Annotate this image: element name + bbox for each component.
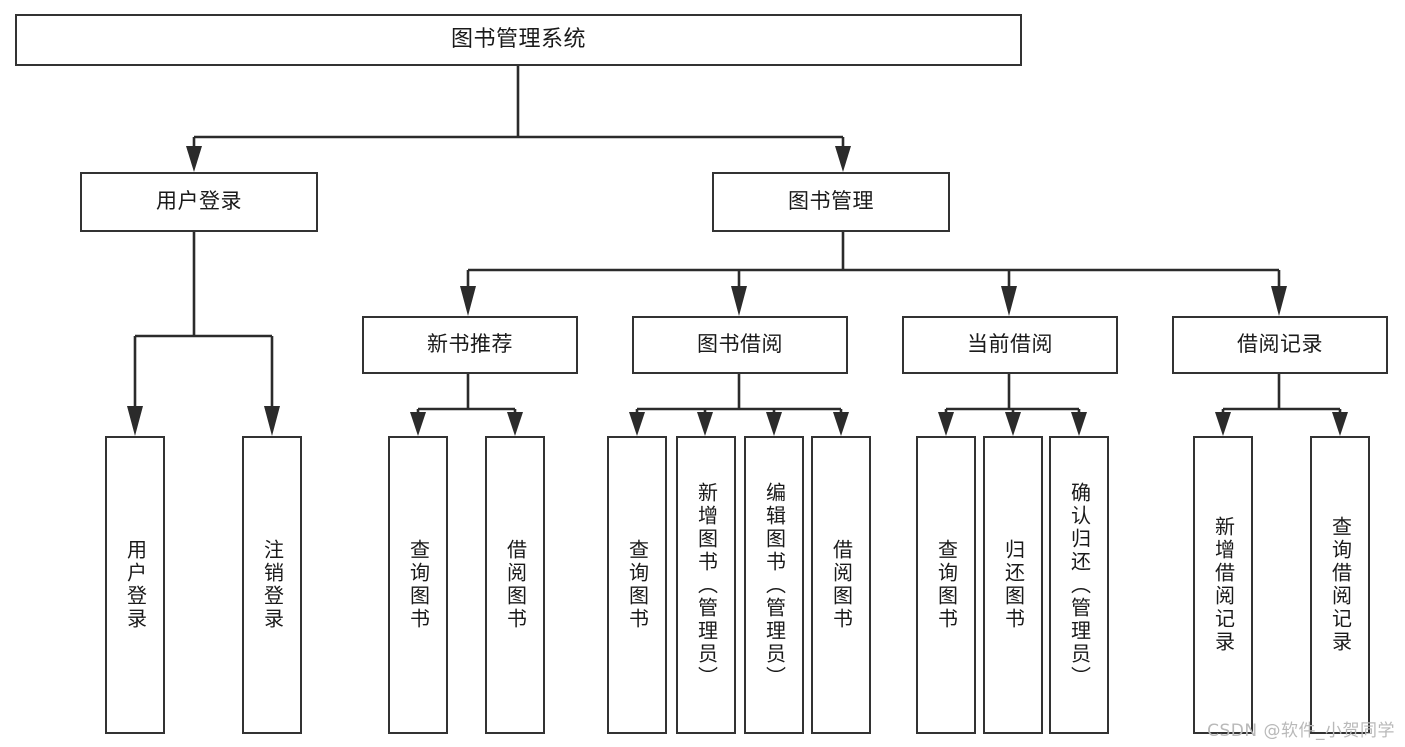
node-label: 查询图书 <box>406 539 431 631</box>
node-label: 用户登录 <box>123 539 148 631</box>
node-label: 借阅记录 <box>1237 332 1323 357</box>
node-label: 编辑图书（管理员） <box>762 481 787 689</box>
node-root-system[interactable]: 图书管理系统 <box>15 14 1022 66</box>
node-label: 注销登录 <box>260 539 285 631</box>
leaf-query-book-3[interactable]: 查询图书 <box>916 436 976 734</box>
node-label: 查询借阅记录 <box>1328 516 1353 654</box>
node-borrow-record[interactable]: 借阅记录 <box>1172 316 1388 374</box>
node-label: 新书推荐 <box>427 332 513 357</box>
node-book-borrow[interactable]: 图书借阅 <box>632 316 848 374</box>
node-new-book-rec[interactable]: 新书推荐 <box>362 316 578 374</box>
node-label: 归还图书 <box>1001 539 1026 631</box>
leaf-user-login[interactable]: 用户登录 <box>105 436 165 734</box>
leaf-query-record[interactable]: 查询借阅记录 <box>1310 436 1370 734</box>
leaf-confirm-return[interactable]: 确认归还（管理员） <box>1049 436 1109 734</box>
leaf-edit-book[interactable]: 编辑图书（管理员） <box>744 436 804 734</box>
leaf-add-record[interactable]: 新增借阅记录 <box>1193 436 1253 734</box>
node-label: 确认归还（管理员） <box>1067 481 1092 689</box>
node-label: 用户登录 <box>156 189 242 214</box>
node-label: 借阅图书 <box>503 539 528 631</box>
node-book-manage[interactable]: 图书管理 <box>712 172 950 232</box>
node-label: 图书管理系统 <box>450 26 586 52</box>
node-label: 图书借阅 <box>697 332 783 357</box>
node-label: 查询图书 <box>934 539 959 631</box>
node-label: 查询图书 <box>625 539 650 631</box>
node-label: 新增图书（管理员） <box>694 481 719 689</box>
node-label: 新增借阅记录 <box>1211 516 1236 654</box>
leaf-return-book[interactable]: 归还图书 <box>983 436 1043 734</box>
leaf-query-book-2[interactable]: 查询图书 <box>607 436 667 734</box>
node-label: 图书管理 <box>788 189 874 214</box>
leaf-add-book[interactable]: 新增图书（管理员） <box>676 436 736 734</box>
node-user-login[interactable]: 用户登录 <box>80 172 318 232</box>
leaf-logout[interactable]: 注销登录 <box>242 436 302 734</box>
leaf-borrow-book-2[interactable]: 借阅图书 <box>811 436 871 734</box>
node-label: 当前借阅 <box>967 332 1053 357</box>
node-label: 借阅图书 <box>829 539 854 631</box>
leaf-borrow-book-1[interactable]: 借阅图书 <box>485 436 545 734</box>
leaf-query-book-1[interactable]: 查询图书 <box>388 436 448 734</box>
watermark-text: CSDN @软件_小贺同学 <box>1207 721 1395 741</box>
node-current-borrow[interactable]: 当前借阅 <box>902 316 1118 374</box>
